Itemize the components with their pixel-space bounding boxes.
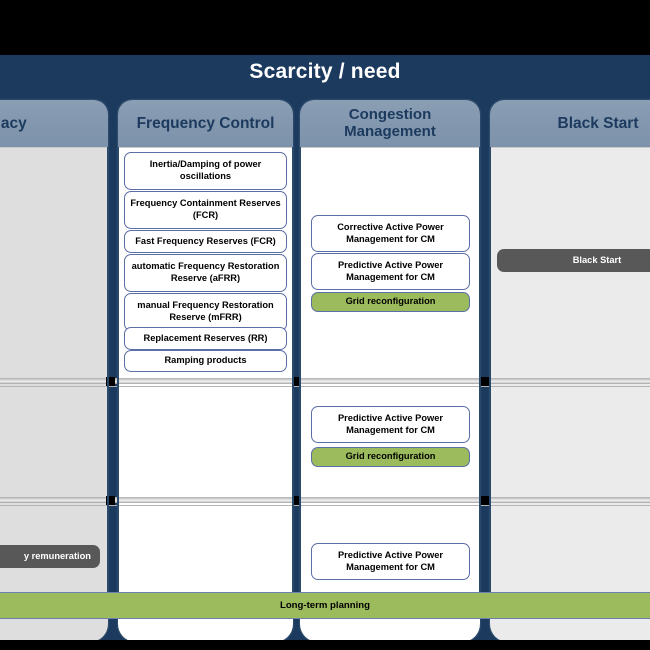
column-adequacy-title: equacy	[0, 100, 108, 147]
column-edge-3	[292, 147, 294, 612]
product-fcr-containment[interactable]: Frequency Containment Reserves (FCR)	[124, 191, 287, 229]
page-title: Scarcity / need	[249, 60, 401, 83]
row-divider-1-underline	[0, 386, 650, 388]
product-fast-frequency-reserves[interactable]: Fast Frequency Reserves (FCR)	[124, 230, 287, 253]
product-mfrr[interactable]: manual Frequency Restoration Reserve (mF…	[124, 293, 287, 331]
product-replacement-reserves[interactable]: Replacement Reserves (RR)	[124, 327, 287, 350]
product-corrective-apm-cm[interactable]: Corrective Active Power Management for C…	[311, 215, 470, 252]
product-predictive-apm-cm-row2[interactable]: Predictive Active Power Management for C…	[311, 406, 470, 443]
column-edge-5	[479, 147, 481, 612]
row-divider-2-mark-c	[481, 496, 490, 505]
column-frequency-control-body	[118, 147, 293, 642]
product-inertia-damping[interactable]: Inertia/Damping of power oscillations	[124, 152, 287, 190]
row-divider-1-mark-c	[481, 377, 490, 386]
product-capacity-remuneration[interactable]: y remuneration	[0, 545, 100, 568]
row-divider-1	[0, 378, 650, 384]
column-black-start[interactable]: Black Start	[490, 100, 650, 642]
row-divider-2	[0, 497, 650, 503]
product-predictive-apm-cm-row3[interactable]: Predictive Active Power Management for C…	[311, 543, 470, 580]
column-edge-4	[299, 147, 301, 612]
product-black-start[interactable]: Black Start	[497, 249, 650, 272]
column-black-start-body	[490, 147, 650, 642]
row-divider-2-underline	[0, 505, 650, 507]
product-grid-reconfiguration-row2[interactable]: Grid reconfiguration	[311, 447, 470, 467]
product-predictive-apm-cm-row1[interactable]: Predictive Active Power Management for C…	[311, 253, 470, 290]
column-edge-6	[489, 147, 491, 612]
top-letterbox	[0, 0, 650, 55]
product-grid-reconfiguration-row1[interactable]: Grid reconfiguration	[311, 292, 470, 312]
row-divider-1-mark-b	[292, 377, 301, 386]
bottom-letterbox	[0, 640, 650, 650]
column-black-start-title: Black Start	[490, 100, 650, 147]
product-afrr[interactable]: automatic Frequency Restoration Reserve …	[124, 254, 287, 292]
column-frequency-control-title: Frequency Control	[118, 100, 293, 147]
row-divider-1-mark-a	[106, 377, 115, 386]
column-edge-1	[107, 147, 109, 612]
product-ramping-products[interactable]: Ramping products	[124, 350, 287, 372]
column-congestion-management-title: Congestion Management	[300, 100, 480, 147]
column-frequency-control[interactable]: Frequency Control	[118, 100, 293, 642]
row-divider-2-mark-b	[292, 496, 301, 505]
row-divider-2-mark-a	[106, 496, 115, 505]
long-term-planning-bar[interactable]: Long-term planning	[0, 592, 650, 619]
column-edge-2	[117, 147, 119, 612]
